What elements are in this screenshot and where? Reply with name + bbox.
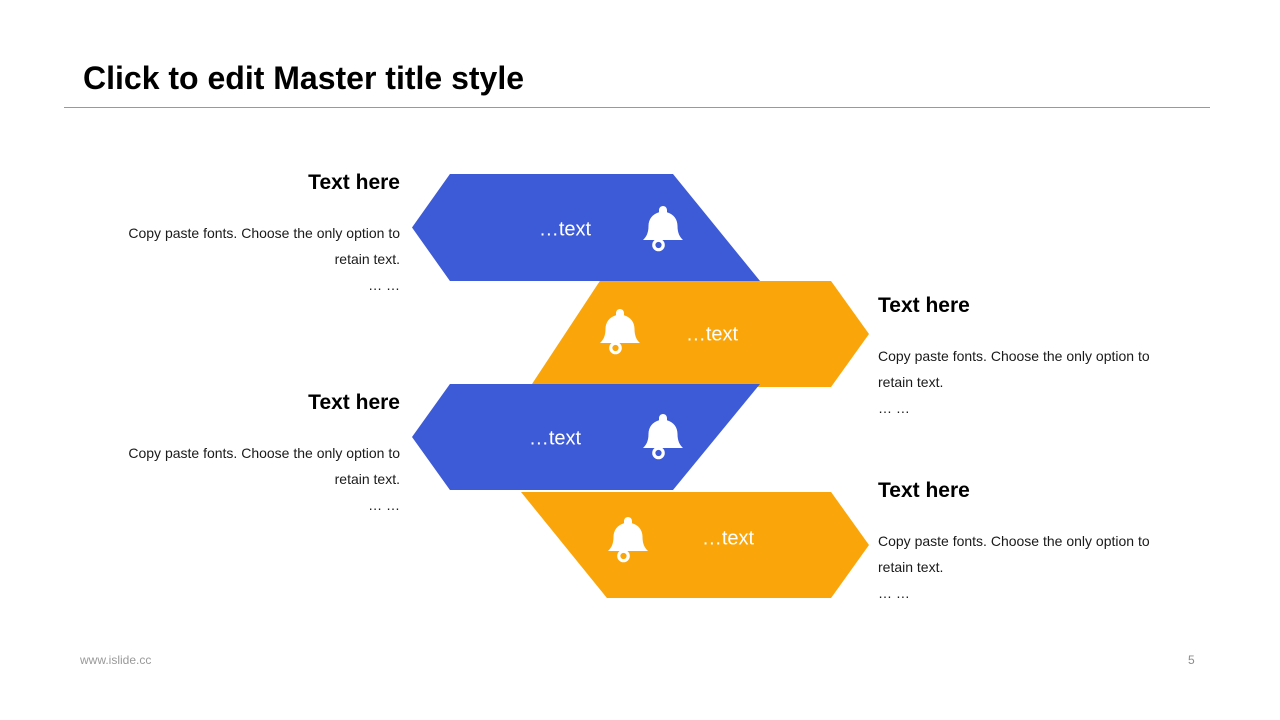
- text-block-heading: Text here: [308, 171, 400, 194]
- text-block-body: Copy paste fonts. Choose the only option…: [128, 225, 400, 267]
- text-block-heading: Text here: [308, 391, 400, 414]
- text-block-body: Copy paste fonts. Choose the only option…: [878, 348, 1150, 390]
- text-block-ellipsis: … …: [878, 400, 910, 416]
- footer-website: www.islide.cc: [80, 653, 152, 667]
- text-block-heading: Text here: [878, 294, 970, 317]
- text-block-body: Copy paste fonts. Choose the only option…: [128, 445, 400, 487]
- arrow-label-3: …text: [528, 427, 582, 450]
- bell-icon: [600, 309, 640, 355]
- title-divider: [64, 107, 1210, 108]
- text-block-3[interactable]: Text here Copy paste fonts. Choose the o…: [98, 390, 400, 518]
- text-block-1[interactable]: Text here Copy paste fonts. Choose the o…: [98, 170, 400, 298]
- arrow-shape-3[interactable]: …text: [412, 384, 760, 490]
- text-block-ellipsis: … …: [878, 585, 910, 601]
- text-block-body: Copy paste fonts. Choose the only option…: [878, 533, 1150, 575]
- bell-icon: [643, 206, 683, 252]
- bell-icon: [643, 414, 683, 460]
- arrow-shape-1[interactable]: …text: [412, 174, 760, 281]
- slide-title[interactable]: Click to edit Master title style: [83, 60, 525, 96]
- text-block-4[interactable]: Text here Copy paste fonts. Choose the o…: [878, 478, 1180, 606]
- arrow-label-2: …text: [685, 323, 739, 346]
- arrow-shape-4[interactable]: …text: [521, 492, 869, 598]
- text-block-ellipsis: … …: [368, 277, 400, 293]
- bell-icon: [608, 517, 648, 563]
- text-block-2[interactable]: Text here Copy paste fonts. Choose the o…: [878, 293, 1180, 421]
- page-number: 5: [1188, 653, 1195, 667]
- text-block-heading: Text here: [878, 479, 970, 502]
- arrow-label-1: …text: [538, 218, 592, 241]
- arrow-shape-2[interactable]: …text: [530, 281, 869, 387]
- arrow-label-4: …text: [701, 527, 755, 550]
- text-block-ellipsis: … …: [368, 497, 400, 513]
